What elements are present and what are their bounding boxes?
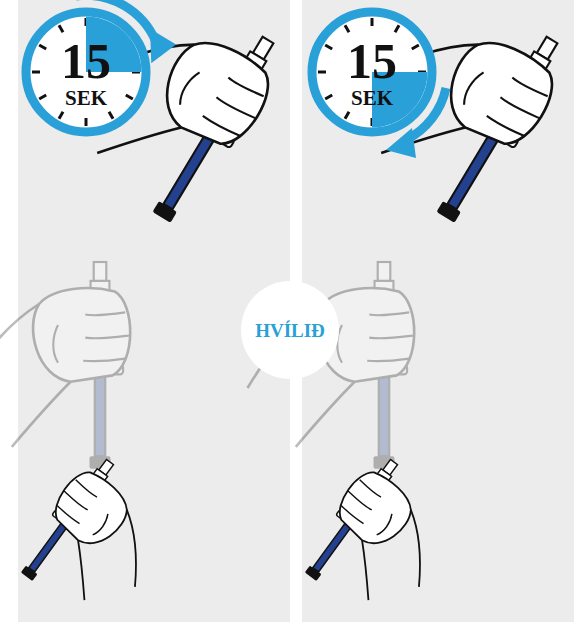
node-text: 15 — [61, 36, 111, 86]
timer-face: 15SEK — [32, 18, 140, 126]
node-text: 15 — [347, 36, 397, 86]
node-subtext: SEK — [65, 88, 107, 109]
timer-face: 15SEK — [318, 18, 426, 126]
timer-symbol — [26, 0, 178, 132]
timer-symbol — [312, 12, 446, 158]
rest-circle: HVÍLIÐ — [241, 281, 339, 379]
node-text: HVÍLIÐ — [255, 321, 325, 340]
node-subtext: SEK — [351, 88, 393, 109]
